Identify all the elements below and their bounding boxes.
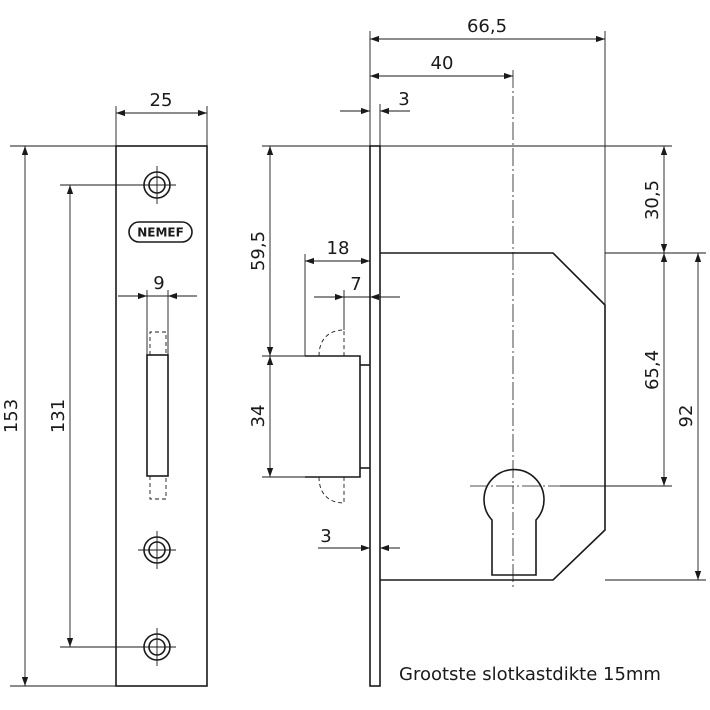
- cylinder-hole: [483, 468, 545, 576]
- bolt-hidden-bottom: [318, 476, 345, 504]
- bolt-slot: [146, 354, 169, 477]
- dim-bolt-to-face: 7: [350, 274, 361, 295]
- dim-case-to-cylinder: 65,4: [642, 350, 663, 390]
- dim-bolt-height: 34: [248, 405, 269, 428]
- dim-top-to-bolt: 59,5: [248, 231, 269, 271]
- bolt-slot-hidden-bottom: [149, 476, 167, 500]
- lock-side-view: 66,5 40 3 59,5 34 18 7 3: [248, 16, 706, 687]
- dim-bottom-plate-thickness: 3: [320, 526, 331, 547]
- screw-hole-middle: [138, 531, 176, 569]
- dim-bolt-projection: 18: [327, 238, 350, 259]
- dim-top-to-case: 30,5: [642, 180, 663, 220]
- dim-screw-spacing: 131: [48, 399, 69, 433]
- caption-max-case-thickness: Grootste slotkastdikte 15mm: [399, 664, 661, 685]
- screw-hole-bottom: [138, 628, 176, 666]
- bolt-slot-hidden-top: [149, 331, 167, 355]
- side-faceplate: [369, 145, 381, 687]
- screw-hole-top: [138, 166, 176, 204]
- dim-faceplate-thickness: 3: [398, 89, 409, 110]
- dim-faceplate-length: 153: [1, 399, 22, 433]
- dim-faceplate-width: 25: [150, 90, 173, 111]
- brand-logo-text: NEMEF: [137, 226, 184, 240]
- dim-backset: 40: [431, 53, 454, 74]
- brand-logo: NEMEF: [128, 221, 193, 243]
- dim-overall-depth: 66,5: [467, 16, 507, 37]
- bolt: [305, 355, 361, 478]
- bolt-hidden-top: [318, 329, 345, 357]
- dim-bolt-width: 9: [153, 273, 164, 294]
- faceplate-outline: [115, 145, 208, 687]
- dim-case-height: 92: [676, 405, 697, 428]
- lock-case: [380, 252, 606, 581]
- faceplate-front-view: NEMEF 25 153 131 9: [1, 90, 208, 687]
